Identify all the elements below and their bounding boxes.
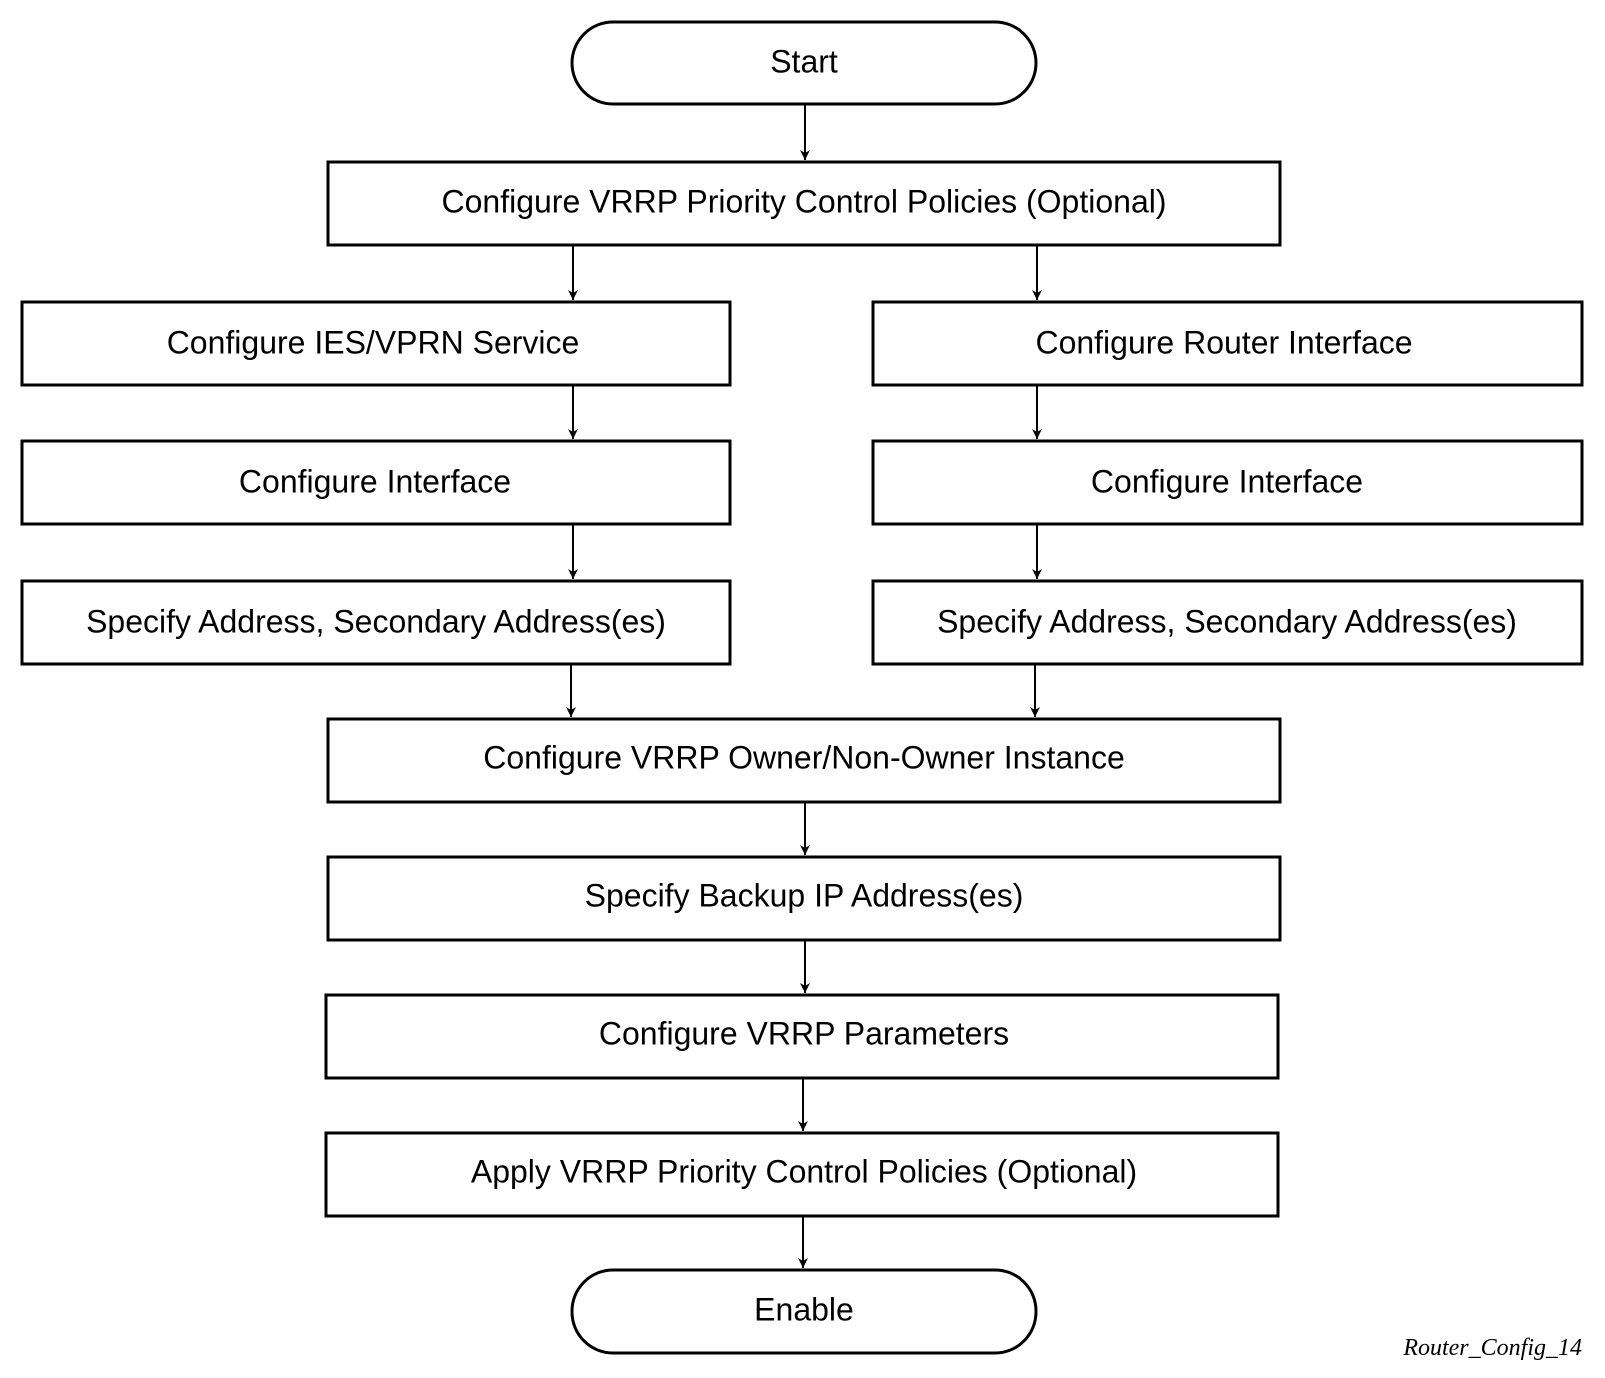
left-configure-interface-node: Configure Interface — [20, 439, 732, 526]
backup-ip-label: Specify Backup IP Address(es) — [585, 877, 1024, 913]
configure-service-node: Configure IES/VPRN Service — [20, 300, 732, 387]
configure-router-interface-node: Configure Router Interface — [871, 300, 1584, 387]
start-node: Start — [570, 20, 1038, 106]
figure-id-label: Router_Config_14 — [1402, 1335, 1582, 1361]
backup-ip-node: Specify Backup IP Address(es) — [326, 855, 1282, 942]
right-configure-interface-node: Configure Interface — [871, 439, 1584, 526]
configure-priority-policies-node: Configure VRRP Priority Control Policies… — [326, 160, 1282, 247]
configure-router-interface-label: Configure Router Interface — [1035, 324, 1412, 360]
left-configure-interface-label: Configure Interface — [239, 463, 511, 499]
configure-instance-node: Configure VRRP Owner/Non-Owner Instance — [326, 717, 1282, 804]
right-specify-address-node: Specify Address, Secondary Address(es) — [871, 579, 1584, 666]
configure-parameters-node: Configure VRRP Parameters — [324, 993, 1280, 1080]
right-specify-address-label: Specify Address, Secondary Address(es) — [937, 603, 1517, 639]
apply-priority-policies-node: Apply VRRP Priority Control Policies (Op… — [324, 1131, 1280, 1218]
right-configure-interface-label: Configure Interface — [1091, 463, 1363, 499]
apply-priority-policies-label: Apply VRRP Priority Control Policies (Op… — [471, 1153, 1137, 1189]
configure-instance-label: Configure VRRP Owner/Non-Owner Instance — [483, 739, 1124, 775]
enable-label: Enable — [754, 1291, 854, 1327]
configure-priority-policies-label: Configure VRRP Priority Control Policies… — [441, 183, 1166, 219]
left-specify-address-label: Specify Address, Secondary Address(es) — [86, 603, 666, 639]
start-label: Start — [770, 43, 838, 79]
configure-parameters-label: Configure VRRP Parameters — [599, 1015, 1009, 1051]
configure-service-label: Configure IES/VPRN Service — [167, 324, 580, 360]
left-specify-address-node: Specify Address, Secondary Address(es) — [20, 579, 732, 666]
enable-node: Enable — [570, 1268, 1038, 1355]
